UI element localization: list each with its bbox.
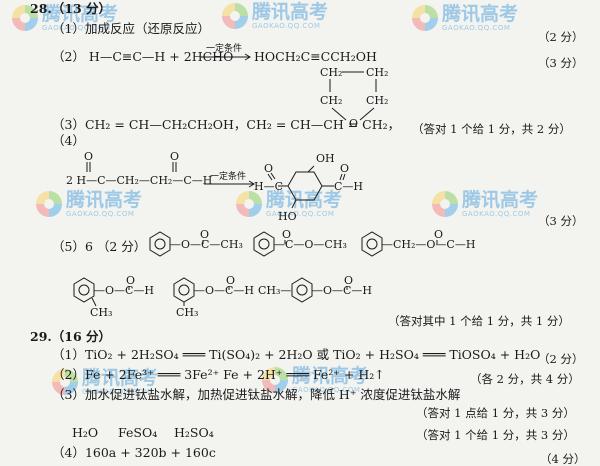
- watermark-logo-icon: [262, 367, 288, 393]
- q29-part4: （4）160a + 320b + 160c: [52, 445, 216, 460]
- watermark-logo-icon: [36, 191, 62, 217]
- q29-part1: （1）TiO₂ + 2H₂SO₄ ═══ Ti(SO₄)₂ + 2H₂O 或 T…: [52, 347, 541, 362]
- q28-part5: （5）6 （2 分）: [52, 239, 147, 254]
- watermark-url: GAOKAO.QQ.COM: [292, 386, 361, 394]
- watermark-logo-icon: [52, 369, 78, 395]
- q28-header: 28.（13 分）: [30, 1, 111, 16]
- watermark-url: GAOKAO.QQ.COM: [42, 24, 111, 32]
- watermark-text: 腾讯高考: [82, 367, 159, 389]
- isomer-formula-3: —CH₂—O—C—H: [382, 238, 475, 251]
- q28-part4-score: （3 分）: [538, 214, 584, 228]
- watermark-logo-icon: [236, 191, 262, 217]
- watermark-url: GAOKAO.QQ.COM: [66, 210, 135, 218]
- q28-part4-reactant: O O 2 H—C—CH₂—CH₂—C—H: [66, 150, 212, 187]
- q28-part4-reactant-formula: 2 H—C—CH₂—CH₂—C—H: [66, 174, 212, 187]
- ring-ch2-bottom-right: CH₂: [366, 94, 388, 107]
- isomer-methyl-a: CH₃: [90, 306, 112, 319]
- isomer-o: O: [434, 228, 443, 241]
- ring-oxygen: O: [349, 117, 358, 130]
- watermark-url: GAOKAO.QQ.COM: [462, 210, 531, 218]
- isomer-formula-2: —C—O—CH₃: [274, 238, 347, 251]
- watermark-url: GAOKAO.QQ.COM: [442, 24, 511, 32]
- isomer-o: O: [344, 274, 353, 287]
- q28-part1: （1）加成反应（还原反应）: [52, 21, 210, 36]
- watermark-text: 腾讯高考: [292, 365, 369, 387]
- product-o-left: O: [264, 162, 273, 175]
- q28-part4-product: OH H—C C—H O O HO: [254, 152, 363, 223]
- watermark-text: 腾讯高考: [462, 189, 539, 211]
- q29-part3-item: H₂SO₄: [174, 425, 214, 440]
- watermark-logo-icon: [12, 5, 38, 31]
- isomer-phenyl-acetate: O —O—C—CH₃: [149, 228, 243, 257]
- q29-part3-item: FeSO₄: [118, 425, 158, 440]
- watermark-text: 腾讯高考: [442, 3, 519, 25]
- watermark-url: GAOKAO.QQ.COM: [252, 22, 321, 30]
- q28-part2-product: HOCH₂C≡CCH₂OH: [254, 49, 377, 64]
- q28-part2-score: （3 分）: [538, 56, 584, 70]
- isomer-meta-cresyl-formate: O —O—C—H CH₃: [173, 274, 254, 319]
- watermark-text: 腾讯高考: [66, 189, 143, 211]
- watermark-text: 腾讯高考: [42, 3, 119, 25]
- watermark-logo-icon: [222, 3, 248, 29]
- isomer-formula-1: —O—C—CH₃: [170, 238, 243, 251]
- isomer-o: O: [226, 274, 235, 287]
- ring-ch2-bottom-left: CH₂: [320, 94, 342, 107]
- watermark-text: 腾讯高考: [252, 1, 329, 23]
- q29-part2-score: （各 2 分，共 4 分）: [470, 372, 580, 386]
- q28-part2-reactants: （2） H—C≡C—H + 2HCHO: [52, 49, 234, 64]
- q29-part1-score: （2 分）: [538, 352, 584, 366]
- isomer-formula-6: —O—C—H: [312, 284, 372, 297]
- ring-ch2-top-left: CH₂: [320, 66, 342, 79]
- isomer-formula-4: —O—C—H: [94, 284, 154, 297]
- q28-part1-score: （2 分）: [538, 30, 584, 44]
- isomer-formula-6-methyl: CH₃—: [258, 284, 291, 297]
- product-o-right: O: [340, 162, 349, 175]
- q28-part4-condition: 一定条件: [210, 172, 247, 182]
- q28-part4-label: （4）: [52, 133, 85, 148]
- tetrahydrofuran-structure: CH₂ CH₂ CH₂ CH₂ O: [320, 66, 388, 130]
- isomer-o: O: [126, 274, 135, 287]
- q28-part5-score: （答对其中 1 个给 1 分，共 1 分）: [388, 314, 570, 328]
- watermark-url: GAOKAO.QQ.COM: [266, 210, 335, 218]
- isomer-formula-5: —O—C—H: [194, 284, 254, 297]
- watermark-url: GAOKAO.QQ.COM: [82, 388, 151, 396]
- product-oh-bottom: HO: [278, 210, 297, 223]
- isomer-benzyl-formate: O —CH₂—O—C—H: [361, 228, 475, 257]
- q29-part3-score: （答对 1 点给 1 分，共 3 分）: [416, 406, 575, 420]
- watermark-logo-icon: [432, 191, 458, 217]
- q28-part2-condition: 一定条件: [206, 44, 243, 54]
- ring-ch2-top-right: CH₂: [366, 66, 388, 79]
- q29-part4-score: （4 分）: [540, 452, 586, 466]
- q29-part3-item: H₂O: [72, 425, 99, 440]
- isomer-o: O: [282, 228, 291, 241]
- watermark-logo-icon: [412, 5, 438, 31]
- isomer-o: O: [200, 228, 209, 241]
- reaction-arrow-icon: [204, 180, 255, 188]
- q28-part3: （3）CH₂ = CH—CH₂CH₂OH，CH₂ = CH—CH = CH₂，: [52, 117, 401, 132]
- carbonyl-o-2: O: [170, 150, 179, 163]
- q28-part3-score: （答对 1 个给 1 分，共 2 分）: [412, 122, 571, 136]
- isomer-methyl-b: CH₃: [176, 306, 198, 319]
- q29-part3-items-score: （答对 1 个给 1 分，共 3 分）: [416, 428, 575, 442]
- isomer-para-cresyl-formate: CH₃— O —O—C—H: [258, 274, 372, 303]
- product-left-aldehyde: H—C: [254, 180, 283, 193]
- reaction-arrow-icon: [200, 53, 251, 61]
- isomer-ortho-cresyl-formate: O —O—C—H CH₃: [73, 274, 154, 319]
- isomer-methyl-benzoate: O —C—O—CH₃: [253, 228, 347, 257]
- q29-part2: （2）Fe + 2Fe³⁺ ═══ 3Fe²⁺ Fe + 2H⁺ ═══ Fe²…: [52, 367, 385, 382]
- product-oh-top: OH: [316, 152, 335, 165]
- q29-part3: （3）加水促进钛盐水解，加热促进钛盐水解，降低 H⁺ 浓度促进钛盐水解: [52, 387, 461, 402]
- carbonyl-o-1: O: [84, 150, 93, 163]
- q29-header: 29.（16 分）: [30, 329, 111, 344]
- product-right-aldehyde: C—H: [334, 180, 363, 193]
